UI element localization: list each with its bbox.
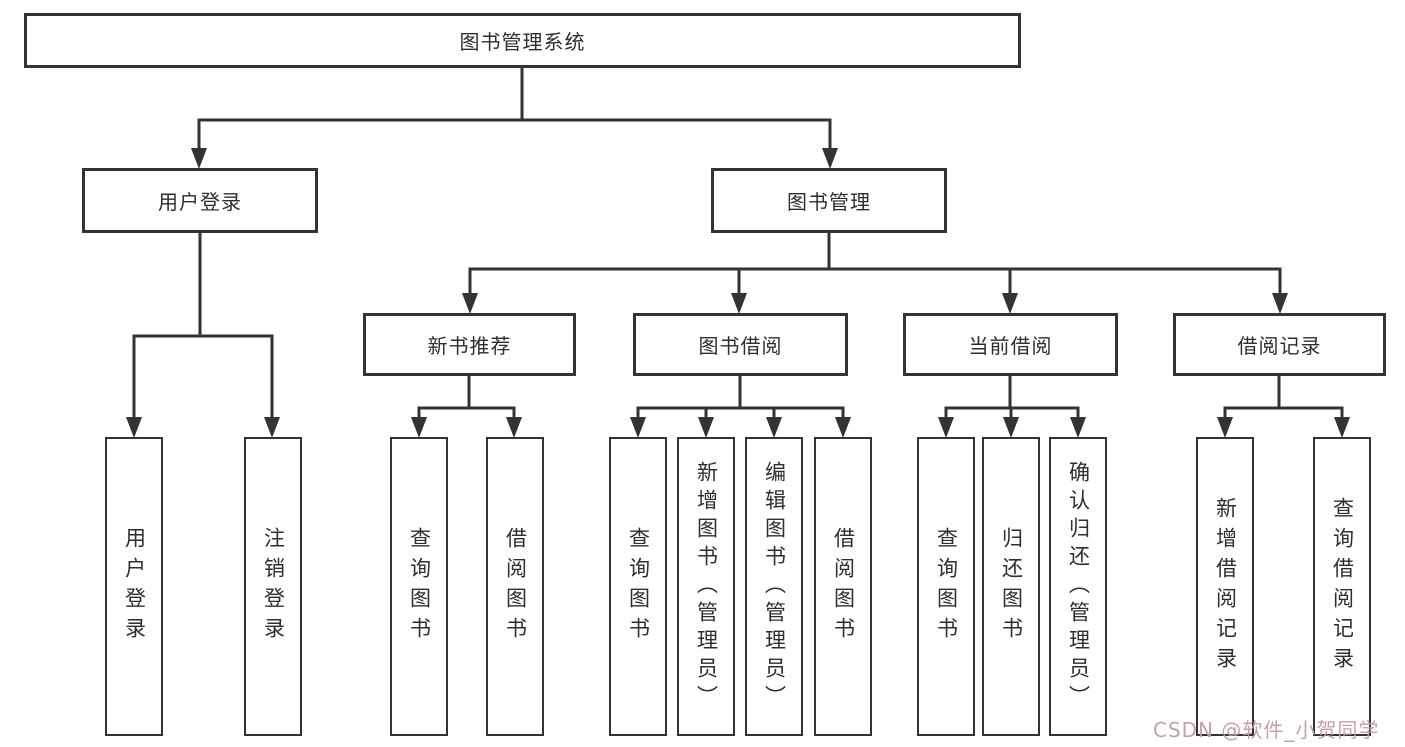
leaf-query-borrow-record-label: 查询借阅记录	[1330, 496, 1355, 677]
leaf-confirm-return-admin-label: 确认归还（管理员）	[1066, 460, 1091, 713]
leaf-add-borrow-record: 新增借阅记录	[1196, 437, 1254, 736]
leaf-add-books-admin-label: 新增图书（管理员）	[694, 460, 719, 713]
leaf-logout-login-label: 注销登录	[261, 526, 286, 647]
leaf-query-books-borrow: 查询图书	[609, 437, 667, 736]
leaf-add-books-admin: 新增图书（管理员）	[677, 437, 735, 736]
node-user-login-label: 用户登录	[158, 190, 242, 214]
leaf-edit-books-admin-label: 编辑图书（管理员）	[762, 460, 787, 713]
leaf-query-books-current-label: 查询图书	[934, 526, 959, 647]
leaf-user-login-label: 用户登录	[122, 526, 147, 647]
leaf-query-borrow-record: 查询借阅记录	[1313, 437, 1371, 736]
leaf-edit-books-admin: 编辑图书（管理员）	[745, 437, 803, 736]
leaf-logout-login: 注销登录	[244, 437, 302, 736]
leaf-borrow-books-label: 借阅图书	[831, 526, 856, 647]
leaf-confirm-return-admin: 确认归还（管理员）	[1049, 437, 1107, 736]
leaf-query-books-recommend-label: 查询图书	[407, 526, 432, 647]
leaf-return-books-label: 归还图书	[999, 526, 1024, 647]
node-new-book-recommend-label: 新书推荐	[427, 334, 512, 358]
node-book-borrow: 图书借阅	[633, 313, 848, 376]
leaf-return-books: 归还图书	[982, 437, 1040, 736]
leaf-query-books-recommend: 查询图书	[390, 437, 448, 736]
node-book-borrow-label: 图书借阅	[698, 334, 783, 358]
node-book-management-label: 图书管理	[787, 190, 871, 214]
leaf-query-books-current: 查询图书	[917, 437, 975, 736]
leaf-query-books-borrow-label: 查询图书	[626, 526, 651, 647]
node-borrow-records-label: 借阅记录	[1237, 334, 1322, 358]
node-borrow-records: 借阅记录	[1173, 313, 1386, 376]
node-user-login: 用户登录	[82, 168, 318, 233]
leaf-add-borrow-record-label: 新增借阅记录	[1213, 496, 1238, 677]
node-library-management-system: 图书管理系统	[24, 13, 1021, 68]
node-book-management: 图书管理	[711, 168, 947, 233]
leaf-borrow-books-recommend-label: 借阅图书	[503, 526, 528, 647]
leaf-user-login: 用户登录	[105, 437, 163, 736]
leaf-borrow-books-recommend: 借阅图书	[486, 437, 544, 736]
node-current-borrow-label: 当前借阅	[968, 334, 1053, 358]
csdn-watermark: CSDN @软件_小贺同学	[1153, 718, 1380, 742]
leaf-borrow-books: 借阅图书	[814, 437, 872, 736]
node-new-book-recommend: 新书推荐	[363, 313, 576, 376]
node-current-borrow: 当前借阅	[903, 313, 1118, 376]
node-library-management-system-label: 图书管理系统	[459, 30, 586, 54]
